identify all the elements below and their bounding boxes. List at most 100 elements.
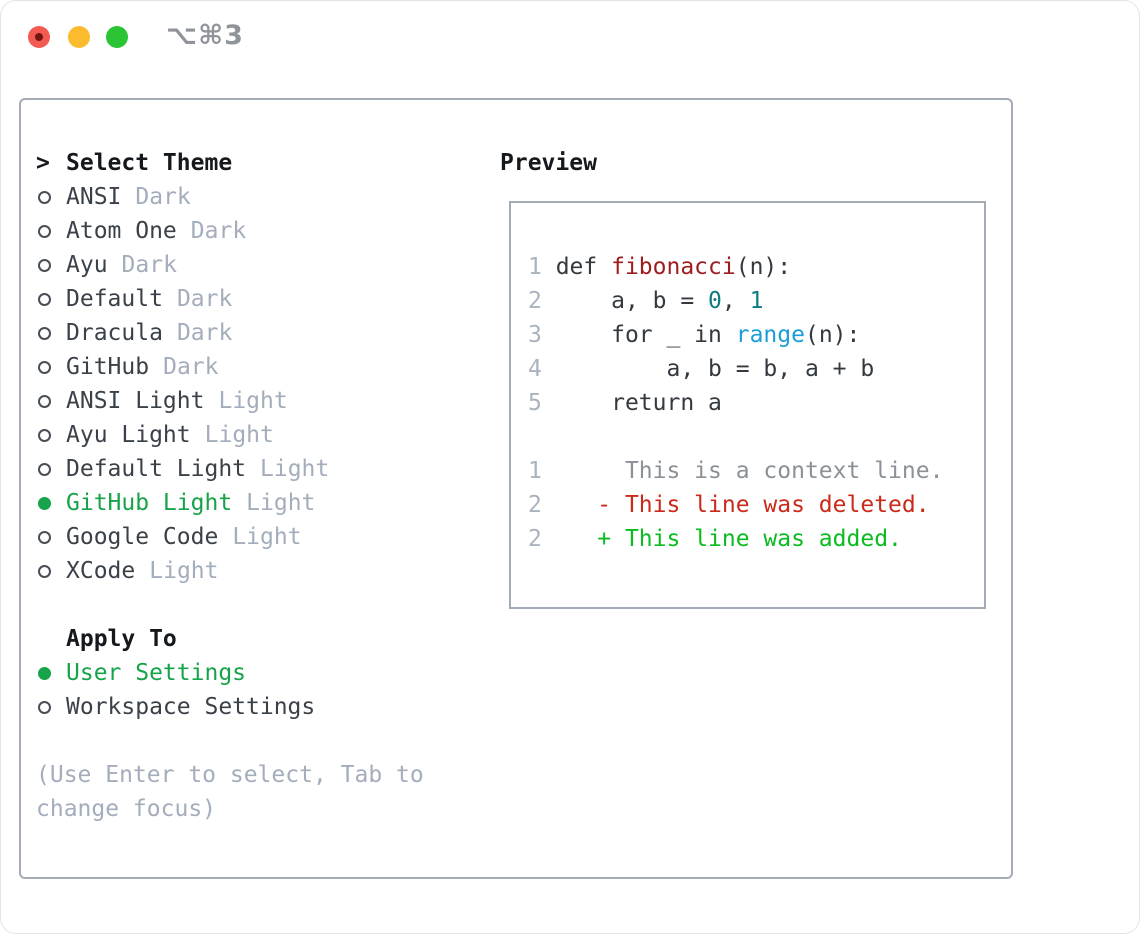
- code-segment-code: a, b =: [541, 288, 709, 314]
- theme-option[interactable]: ANSI Dark: [36, 180, 329, 214]
- option-variant-label: Dark: [163, 354, 219, 380]
- code-line: 5 return a: [528, 386, 943, 420]
- option-variant-label: Dark: [135, 184, 191, 210]
- unsaved-changes-dot: [35, 33, 43, 41]
- close-button-icon[interactable]: [28, 26, 50, 48]
- apply-to-header: Apply To: [66, 626, 177, 652]
- radio-unselected-icon: [38, 292, 51, 306]
- code-segment-lineno: 5: [528, 390, 542, 416]
- radio-selected-icon: [38, 666, 51, 680]
- code-segment-number: 0: [708, 288, 722, 314]
- theme-option[interactable]: ANSI Light Light: [36, 384, 329, 418]
- theme-option[interactable]: Default Dark: [36, 282, 329, 316]
- option-label: Default Light: [66, 456, 247, 482]
- option-variant-label: Light: [218, 388, 288, 414]
- radio-unselected-icon: [38, 530, 51, 544]
- radio-unselected-icon: [38, 224, 51, 238]
- option-label: Google Code: [66, 524, 219, 550]
- code-line: 2 a, b = 0, 1: [528, 284, 943, 318]
- code-segment-lineno: 2: [528, 526, 542, 552]
- code-segment-added: + This line was added.: [597, 526, 902, 552]
- option-label: Workspace Settings: [66, 694, 316, 720]
- theme-option[interactable]: GitHub Dark: [36, 350, 329, 384]
- option-label: ANSI: [66, 184, 122, 210]
- code-line: 2 - This line was deleted.: [528, 488, 943, 522]
- code-line: [528, 420, 943, 454]
- option-label: GitHub: [66, 354, 150, 380]
- theme-list-header-row: > Select Theme: [36, 146, 329, 180]
- theme-option[interactable]: Default Light Light: [36, 452, 329, 486]
- theme-option[interactable]: Atom One Dark: [36, 214, 329, 248]
- code-line: 1 def fibonacci(n):: [528, 250, 943, 284]
- option-label: Atom One: [66, 218, 177, 244]
- option-label: XCode: [66, 558, 136, 584]
- option-variant-label: Light: [204, 422, 274, 448]
- radio-unselected-icon: [38, 394, 51, 408]
- option-variant-label: Dark: [176, 286, 233, 312]
- option-label: GitHub Light: [66, 490, 233, 516]
- option-label: Default: [66, 286, 163, 312]
- code-line: 3 for _ in range(n):: [528, 318, 943, 352]
- code-segment-number: 1: [749, 288, 764, 314]
- code-segment-code: for _ in: [541, 322, 736, 348]
- radio-unselected-icon: [38, 428, 51, 442]
- option-variant-label: Dark: [121, 252, 177, 278]
- preview-title: Preview: [500, 150, 597, 176]
- apply-to-option[interactable]: User Settings: [36, 656, 315, 690]
- keyboard-hint: (Use Enter to select, Tab to change focu…: [36, 762, 424, 822]
- code-segment-lineno: 1: [528, 458, 542, 484]
- code-segment-code: (n):: [735, 254, 792, 280]
- radio-selected-icon: [38, 496, 51, 510]
- theme-option[interactable]: Ayu Dark: [36, 248, 329, 282]
- theme-option[interactable]: Google Code Light: [36, 520, 329, 554]
- code-segment-code: [542, 492, 597, 518]
- code-segment-lineno: 4: [528, 356, 542, 382]
- radio-unselected-icon: [38, 190, 51, 204]
- code-segment-lineno: 2: [528, 492, 542, 518]
- apply-to-option[interactable]: Workspace Settings: [36, 690, 315, 724]
- titlebar: ⌥⌘3: [0, 0, 1140, 72]
- radio-unselected-icon: [38, 360, 51, 374]
- radio-unselected-icon: [38, 564, 51, 578]
- zoom-button-icon[interactable]: [106, 26, 128, 48]
- option-label: Ayu Light: [66, 422, 191, 448]
- code-segment-code: ,: [721, 288, 750, 314]
- code-segment-code: def: [555, 254, 612, 280]
- code-segment-code: return a: [541, 390, 722, 416]
- option-variant-label: Light: [232, 524, 302, 550]
- code-segment-context: This is a context line.: [541, 458, 944, 484]
- option-variant-label: Light: [260, 456, 330, 482]
- minimize-button-icon[interactable]: [68, 26, 90, 48]
- code-line: 4 a, b = b, a + b: [528, 352, 943, 386]
- code-segment-deleted: - This line was deleted.: [597, 492, 930, 518]
- code-line: 1 This is a context line.: [528, 454, 943, 488]
- code-line: 2 + This line was added.: [528, 522, 943, 556]
- code-segment-lineno: 2: [528, 288, 542, 314]
- radio-unselected-icon: [38, 258, 51, 272]
- code-segment-lineno: 1: [528, 254, 556, 280]
- theme-option[interactable]: XCode Light: [36, 554, 329, 588]
- apply-to-header-row: Apply To: [36, 622, 315, 656]
- theme-list-header: Select Theme: [66, 150, 233, 176]
- code-segment-code: a, b = b, a + b: [541, 356, 875, 382]
- radio-unselected-icon: [38, 700, 51, 714]
- option-variant-label: Dark: [190, 218, 247, 244]
- option-label: User Settings: [66, 660, 247, 686]
- code-segment-builtin: range: [735, 322, 805, 348]
- option-label: Ayu: [66, 252, 108, 278]
- code-segment-function: fibonacci: [611, 254, 736, 280]
- option-label: ANSI Light: [66, 388, 205, 414]
- theme-option[interactable]: Ayu Light Light: [36, 418, 329, 452]
- code-segment-code: (n):: [804, 322, 861, 348]
- option-variant-label: Light: [149, 558, 219, 584]
